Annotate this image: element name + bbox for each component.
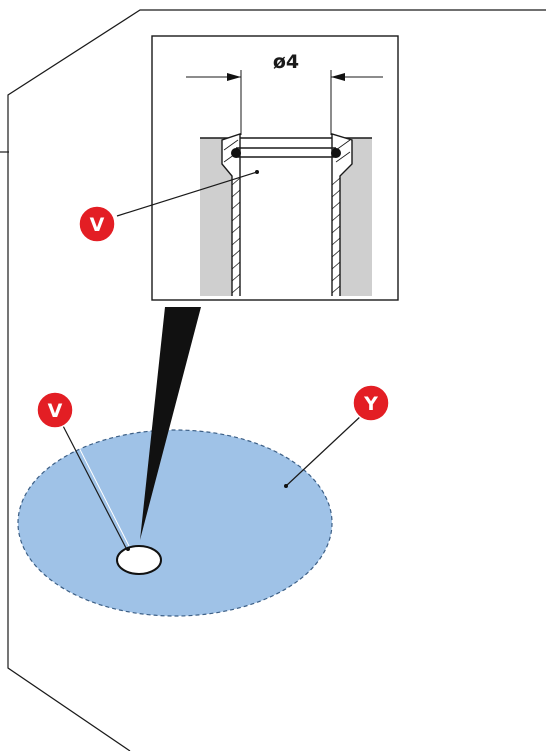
leader-line-main-y: [285, 414, 363, 487]
callout-badge: [352, 384, 390, 422]
callout-inset-v: V: [78, 205, 116, 243]
spill-area: [17, 429, 333, 617]
leader-line-main-v-inner: [63, 417, 130, 547]
callout-badge: [36, 391, 74, 429]
callout-letter: Y: [363, 393, 378, 415]
callout-badge: [78, 205, 116, 243]
seal-dot-right: [331, 148, 341, 158]
dim-arrow-left: [227, 73, 241, 81]
callout-letter: V: [90, 214, 105, 236]
wall-left: [200, 138, 232, 296]
leader-line-main-v-outer: [59, 419, 127, 549]
dim-arrow-right: [331, 73, 345, 81]
tube-hatching: [223, 139, 351, 294]
leader-line-inset-v: [116, 171, 258, 217]
leader-dot-main-v: [126, 547, 130, 551]
seal-dot-left: [231, 148, 241, 158]
wall-right: [340, 138, 372, 296]
leader-dot-main-y: [284, 484, 288, 488]
nozzle-hole: [116, 545, 162, 575]
callout-main-v: V: [36, 391, 74, 429]
tube-wall-right: [331, 133, 353, 296]
callout-letter: V: [48, 400, 63, 422]
zoom-pointer-wedge: [140, 307, 201, 540]
callout-main-y: Y: [352, 384, 390, 422]
dimension-label: ø4: [273, 51, 299, 73]
tube-wall-left: [221, 133, 241, 296]
panel-outline: [7, 9, 546, 751]
inset-detail: ø4: [116, 35, 399, 301]
